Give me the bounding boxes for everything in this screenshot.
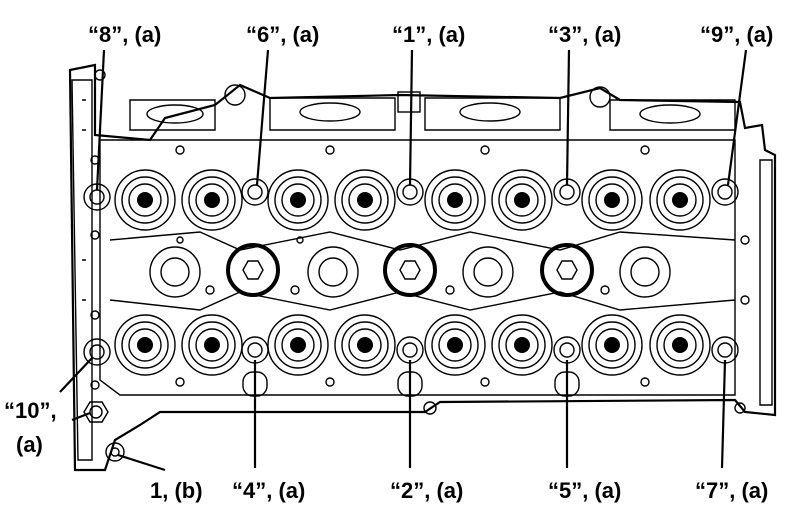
valve-spring	[114, 169, 176, 231]
label-bolt-1: “1”, (a)	[392, 22, 465, 47]
valve-spring	[334, 169, 396, 231]
bolt-9	[711, 178, 739, 206]
label-bolt-7: “7”, (a)	[695, 478, 768, 503]
valve-spring	[181, 169, 243, 231]
label-bolt-3: “3”, (a)	[548, 22, 621, 47]
leader-lines	[59, 49, 748, 472]
valve-spring	[267, 169, 329, 231]
label-bolt-5: “5”, (a)	[548, 478, 621, 503]
bolt-6	[241, 178, 269, 206]
label-bolt-b1: 1, (b)	[150, 478, 203, 503]
label-bolt-2: “2”, (a)	[390, 478, 463, 503]
callout-labels: “8”, (a) “6”, (a) “1”, (a) “3”, (a) “9”,…	[4, 22, 773, 503]
spark-plug-bore	[462, 246, 514, 298]
valve-spring	[649, 314, 711, 376]
spark-plug-bore	[619, 246, 671, 298]
center-bores	[149, 243, 671, 298]
valve-spring	[424, 169, 486, 231]
label-bolt-4: “4”, (a)	[232, 478, 305, 503]
bolt-10	[83, 338, 111, 366]
valve-spring	[181, 314, 243, 376]
label-bolt-8: “8”, (a)	[88, 22, 161, 47]
spark-plug-bore	[383, 243, 437, 297]
bolt-7	[711, 336, 739, 364]
valve-spring	[491, 169, 553, 231]
label-bolt-9: “9”, (a)	[700, 22, 773, 47]
valve-springs-top-row	[114, 169, 711, 231]
spark-plug-bore	[226, 243, 280, 297]
label-bolt-10-line2: (a)	[16, 432, 43, 457]
valve-spring	[581, 314, 643, 376]
valve-spring	[491, 314, 553, 376]
valve-spring	[581, 169, 643, 231]
bolt-small-1	[83, 401, 109, 423]
label-bolt-10-line1: “10”,	[4, 398, 57, 423]
label-bolt-6: “6”, (a)	[246, 22, 319, 47]
small-holes	[90, 145, 750, 390]
spark-plug-bore	[149, 246, 201, 298]
valve-springs-bottom-row	[114, 314, 711, 376]
spark-plug-bore	[307, 246, 359, 298]
valve-spring	[267, 314, 329, 376]
spark-plug-bore	[540, 243, 594, 297]
valve-spring	[424, 314, 486, 376]
valve-spring	[114, 314, 176, 376]
valve-spring	[334, 314, 396, 376]
valve-spring	[649, 169, 711, 231]
